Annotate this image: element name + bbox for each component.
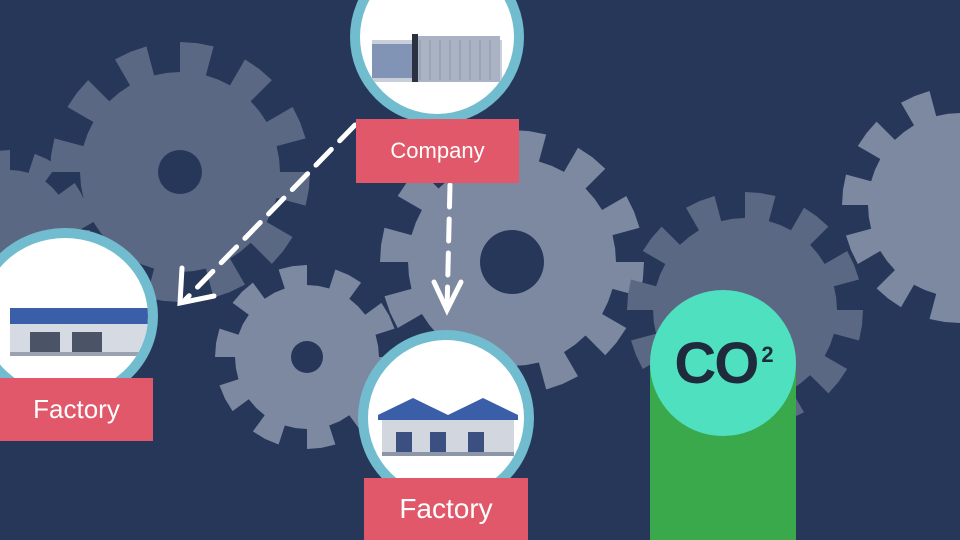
arrow-company-to-center-factory bbox=[444, 182, 453, 313]
warehouse-building-icon bbox=[368, 340, 524, 496]
gear-icon bbox=[380, 130, 644, 394]
arrowhead-down-icon bbox=[431, 279, 464, 316]
factory-center-label-text: Factory bbox=[399, 493, 493, 524]
arrowhead-left-icon bbox=[177, 265, 217, 307]
company-label-text: Company bbox=[390, 138, 485, 163]
factory-left-label-text: Factory bbox=[33, 394, 120, 424]
factory-center-node bbox=[358, 330, 534, 506]
co2-superscript: 2 bbox=[761, 342, 773, 367]
gear-icon bbox=[842, 87, 960, 323]
gear-icon bbox=[215, 265, 399, 449]
factory-building-icon bbox=[0, 238, 148, 394]
company-building-icon bbox=[360, 0, 514, 114]
factory-left-node bbox=[0, 228, 158, 404]
company-label: Company bbox=[356, 119, 519, 183]
arrow-company-to-left-factory bbox=[182, 122, 358, 303]
co2-text: CO bbox=[674, 330, 759, 396]
factory-center-label: Factory bbox=[364, 478, 528, 540]
factory-left-label: Factory bbox=[0, 378, 153, 441]
